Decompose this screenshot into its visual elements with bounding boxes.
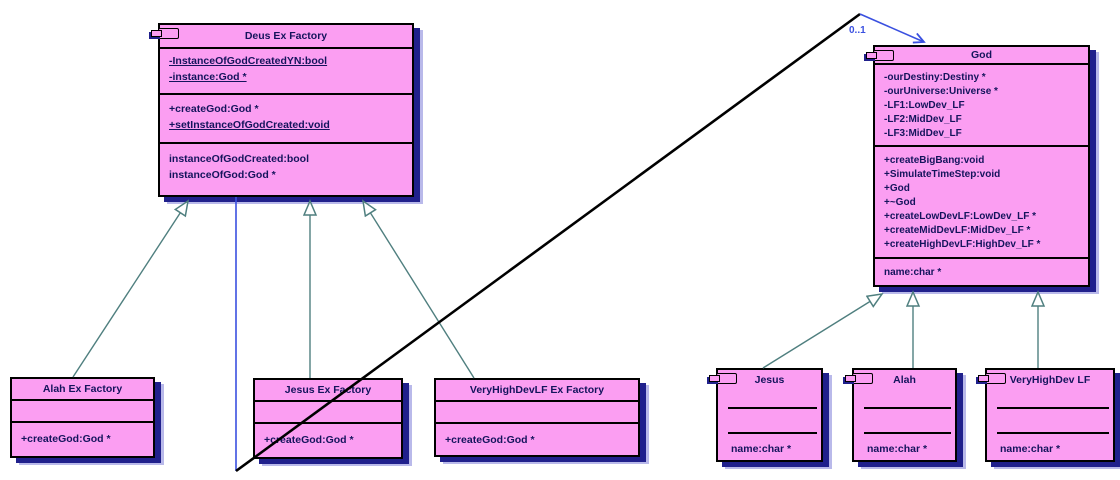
class-icon: [845, 373, 873, 385]
class-title: God: [875, 47, 1088, 65]
property: name:char *: [884, 267, 942, 278]
class-box-alah-ex-factory[interactable]: Alah Ex Factory +createGod:God *: [10, 377, 155, 458]
properties-section: name:char *: [987, 434, 1113, 460]
attribute: -ourUniverse:Universe *: [884, 86, 998, 97]
attribute: -InstanceOfGodCreatedYN:bool: [169, 55, 328, 67]
property: instanceOfGodCreated:bool: [169, 153, 310, 165]
attributes-section: [987, 389, 1113, 409]
association-multiplicity-label: 0..1: [849, 25, 866, 36]
method: +setInstanceOfGodCreated:void: [169, 119, 330, 131]
method: +~God: [884, 197, 916, 208]
method: +createGod:God *: [21, 433, 111, 445]
method: +createHighDevLF:HighDev_LF *: [884, 239, 1041, 250]
methods-section: [854, 409, 955, 434]
methods-section: +createGod:God * +setInstanceOfGodCreate…: [160, 95, 412, 144]
attribute: -LF2:MidDev_LF: [884, 114, 962, 125]
properties-section: name:char *: [718, 434, 821, 460]
class-box-veryhighdev-lf[interactable]: VeryHighDev LF name:char *: [978, 368, 1115, 462]
property: name:char *: [867, 443, 928, 455]
method: +createMidDevLF:MidDev_LF *: [884, 225, 1031, 236]
methods-section: +createGod:God *: [255, 424, 401, 457]
method: +SimulateTimeStep:void: [884, 169, 1001, 180]
attributes-section: -ourDestiny:Destiny * -ourUniverse:Unive…: [875, 65, 1088, 147]
methods-section: [718, 409, 821, 434]
methods-section: +createGod:God *: [12, 423, 153, 456]
class-title: VeryHighDev LF: [1009, 373, 1091, 386]
property: name:char *: [731, 443, 792, 455]
class-box-jesus-ex-factory[interactable]: Jesus Ex Factory +createGod:God *: [253, 378, 403, 459]
attributes-section: [12, 401, 153, 423]
class-icon: [978, 373, 1006, 385]
class-title: VeryHighDevLF Ex Factory: [436, 380, 638, 402]
attributes-section: [718, 389, 821, 409]
class-title: Alah Ex Factory: [12, 379, 153, 401]
method: +createGod:God *: [445, 434, 535, 446]
properties-section: name:char *: [875, 259, 1088, 285]
class-box-veryhighdevlf-ex-factory[interactable]: VeryHighDevLF Ex Factory +createGod:God …: [434, 378, 640, 457]
class-box-jesus[interactable]: Jesus name:char *: [709, 368, 823, 462]
method: +createGod:God *: [264, 434, 354, 446]
attributes-section: -InstanceOfGodCreatedYN:bool -instance:G…: [160, 49, 412, 95]
property: instanceOfGod:God *: [169, 169, 276, 181]
method: +God: [884, 183, 910, 194]
methods-section: +createGod:God *: [436, 424, 638, 455]
methods-section: +createBigBang:void +SimulateTimeStep:vo…: [875, 147, 1088, 259]
attributes-section: [854, 389, 955, 409]
class-box-alah[interactable]: Alah name:char *: [845, 368, 957, 462]
class-icon: [709, 373, 737, 385]
attributes-section: [436, 402, 638, 424]
association-arrow-to-god: [859, 13, 926, 44]
method: +createBigBang:void: [884, 155, 985, 166]
attribute: -LF3:MidDev_LF: [884, 128, 962, 139]
class-box-deus-ex-factory[interactable]: Deus Ex Factory -InstanceOfGodCreatedYN:…: [151, 23, 414, 197]
generalization-vhd-factory-to-deus: [363, 201, 475, 379]
class-title: Jesus Ex Factory: [255, 380, 401, 402]
class-icon: [151, 28, 179, 40]
method: +createGod:God *: [169, 103, 259, 115]
properties-section: name:char *: [854, 434, 955, 460]
attributes-section: [255, 402, 401, 424]
methods-section: [987, 409, 1113, 434]
class-title: Deus Ex Factory: [160, 25, 412, 49]
generalization-alah-factory-to-deus: [72, 201, 188, 378]
attribute: -instance:God *: [169, 71, 247, 83]
attribute: -ourDestiny:Destiny *: [884, 72, 986, 83]
attribute: -LF1:LowDev_LF: [884, 100, 965, 111]
method: +createLowDevLF:LowDev_LF *: [884, 211, 1036, 222]
class-title: Alah: [893, 373, 916, 386]
property: name:char *: [1000, 443, 1061, 455]
generalization-jesus-to-god: [762, 294, 882, 369]
class-box-god[interactable]: God -ourDestiny:Destiny * -ourUniverse:U…: [866, 45, 1090, 287]
properties-section: instanceOfGodCreated:bool instanceOfGod:…: [160, 144, 412, 195]
class-icon: [866, 50, 894, 62]
